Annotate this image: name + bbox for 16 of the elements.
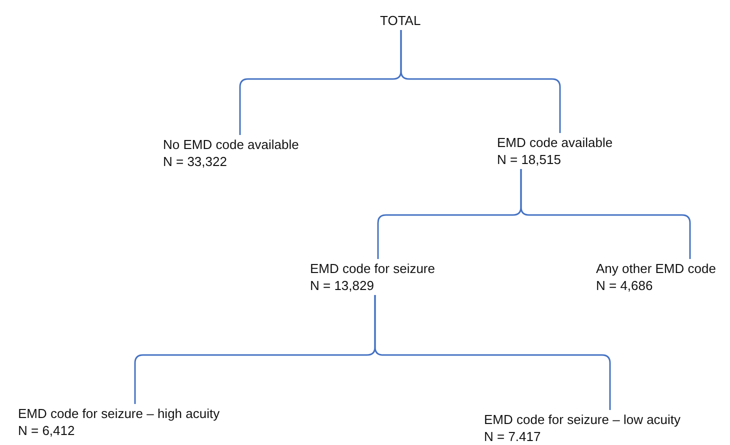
node-label: EMD code for seizure — [310, 260, 435, 277]
node-label: TOTAL — [380, 12, 421, 29]
node-label: EMD code for seizure – low acuity — [484, 411, 681, 428]
count-label: N = 4,686 — [596, 277, 654, 294]
bracket-connector — [520, 169, 691, 259]
node-label: Any other EMD code — [596, 260, 716, 277]
count-label: N = 7.417 — [484, 428, 542, 445]
bracket-connector — [400, 30, 561, 133]
count-label: N = 33,322 — [163, 153, 228, 170]
bracket-connector — [374, 295, 611, 410]
node-label: EMD code available — [497, 134, 613, 151]
count-label: N = 6,412 — [18, 422, 76, 439]
count-label: N = 13,829 — [310, 277, 375, 294]
node-label: EMD code for seizure – high acuity — [18, 405, 220, 422]
count-label: N = 18,515 — [497, 151, 562, 168]
node-label: No EMD code available — [163, 136, 299, 153]
